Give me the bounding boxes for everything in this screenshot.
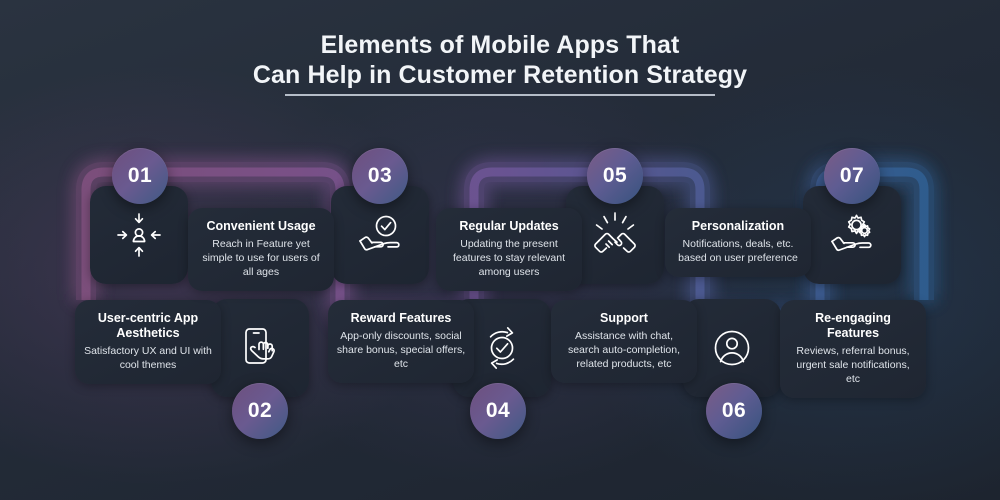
card-desc-04: Updating the present features to stay re… [452, 238, 566, 278]
refresh-check-icon [477, 323, 527, 373]
text-card-01: User-centric App Aesthetics Satisfactory… [75, 300, 221, 384]
card-title-06: Personalization [691, 219, 785, 233]
number-badge-07: 07 [824, 148, 880, 204]
page-title: Elements of Mobile Apps That Can Help in… [0, 30, 1000, 96]
card-title-01: User-centric App Aesthetics [97, 311, 199, 340]
card-desc-02: Reach in Feature yet simple to use for u… [202, 238, 320, 278]
text-card-06: Personalization Notifications, deals, et… [665, 208, 811, 277]
user-circle-icon [707, 323, 757, 373]
number-badge-01: 01 [112, 148, 168, 204]
card-desc-01: Satisfactory UX and UI with cool themes [84, 345, 212, 371]
number-badge-02: 02 [232, 383, 288, 439]
text-card-04: Regular Updates Updating the present fea… [436, 208, 582, 291]
title-underline [285, 94, 715, 96]
title-line-1: Elements of Mobile Apps That [320, 31, 680, 59]
number-badge-03: 03 [352, 148, 408, 204]
handshake-icon [590, 210, 640, 260]
card-desc-06: Notifications, deals, etc. based on user… [678, 238, 798, 264]
number-badge-06: 06 [706, 383, 762, 439]
text-card-07: Re-engaging Features Reviews, referral b… [780, 300, 926, 398]
card-title-02: Convenient Usage [206, 219, 316, 233]
card-title-07: Re-engaging Features [815, 311, 891, 340]
hand-check-icon [355, 210, 405, 260]
icon-card-06 [683, 299, 781, 397]
text-card-02: Convenient Usage Reach in Feature yet si… [188, 208, 334, 291]
icon-card-02 [211, 299, 309, 397]
phone-tap-icon [235, 323, 285, 373]
card-title-04: Regular Updates [459, 219, 559, 233]
text-card-05: Support Assistance with chat, search aut… [551, 300, 697, 383]
number-badge-05: 05 [587, 148, 643, 204]
card-desc-03: App-only discounts, social share bonus, … [336, 330, 466, 370]
hand-gears-icon [827, 210, 877, 260]
card-desc-07: Reviews, referral bonus, urgent sale not… [796, 345, 910, 385]
number-badge-04: 04 [470, 383, 526, 439]
card-title-03: Reward Features [350, 311, 452, 325]
card-title-05: Support [600, 311, 648, 325]
title-line-2: Can Help in Customer Retention Strategy [252, 61, 748, 89]
user-target-icon [114, 210, 164, 260]
text-card-03: Reward Features App-only discounts, soci… [328, 300, 474, 383]
card-desc-05: Assistance with chat, search auto-comple… [567, 330, 681, 370]
